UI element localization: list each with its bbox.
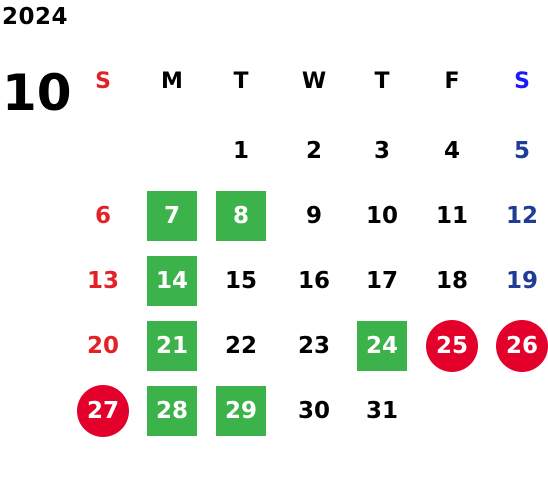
day-cell[interactable]: 3 [373, 138, 390, 164]
weekday-header: S [95, 68, 111, 94]
day-cell[interactable]: 31 [365, 398, 398, 424]
day-cell[interactable]: 28 [147, 386, 197, 436]
day-cell[interactable]: 2 [305, 138, 322, 164]
day-cell[interactable]: 5 [513, 138, 530, 164]
day-cell[interactable]: 9 [305, 203, 322, 229]
day-cell[interactable]: 24 [357, 321, 407, 371]
day-cell[interactable]: 30 [297, 398, 330, 424]
day-cell[interactable]: 15 [224, 268, 257, 294]
weekday-header: T [374, 68, 390, 94]
day-cell[interactable]: 16 [297, 268, 330, 294]
weekday-header: S [514, 68, 530, 94]
day-cell[interactable]: 18 [435, 268, 468, 294]
day-cell[interactable]: 14 [147, 256, 197, 306]
day-cell[interactable]: 26 [496, 320, 548, 372]
day-cell[interactable]: 7 [147, 191, 197, 241]
day-cell[interactable]: 10 [365, 203, 398, 229]
year-label: 2024 [2, 4, 69, 30]
day-cell[interactable]: 11 [435, 203, 468, 229]
day-cell[interactable]: 23 [297, 333, 330, 359]
day-cell[interactable]: 19 [505, 268, 538, 294]
day-cell[interactable]: 29 [216, 386, 266, 436]
day-cell[interactable]: 4 [443, 138, 460, 164]
day-cell[interactable]: 21 [147, 321, 197, 371]
day-cell[interactable]: 6 [94, 203, 111, 229]
month-number: 10 [2, 64, 72, 122]
day-cell[interactable]: 12 [505, 203, 538, 229]
weekday-header: W [301, 68, 327, 94]
day-cell[interactable]: 17 [365, 268, 398, 294]
day-cell[interactable]: 8 [216, 191, 266, 241]
day-cell[interactable]: 27 [77, 385, 129, 437]
weekday-header: F [444, 68, 460, 94]
weekday-header: T [233, 68, 249, 94]
weekday-header: M [161, 68, 183, 94]
day-cell[interactable]: 1 [232, 138, 249, 164]
day-cell[interactable]: 13 [86, 268, 119, 294]
day-cell[interactable]: 25 [426, 320, 478, 372]
day-cell[interactable]: 22 [224, 333, 257, 359]
day-cell[interactable]: 20 [86, 333, 119, 359]
